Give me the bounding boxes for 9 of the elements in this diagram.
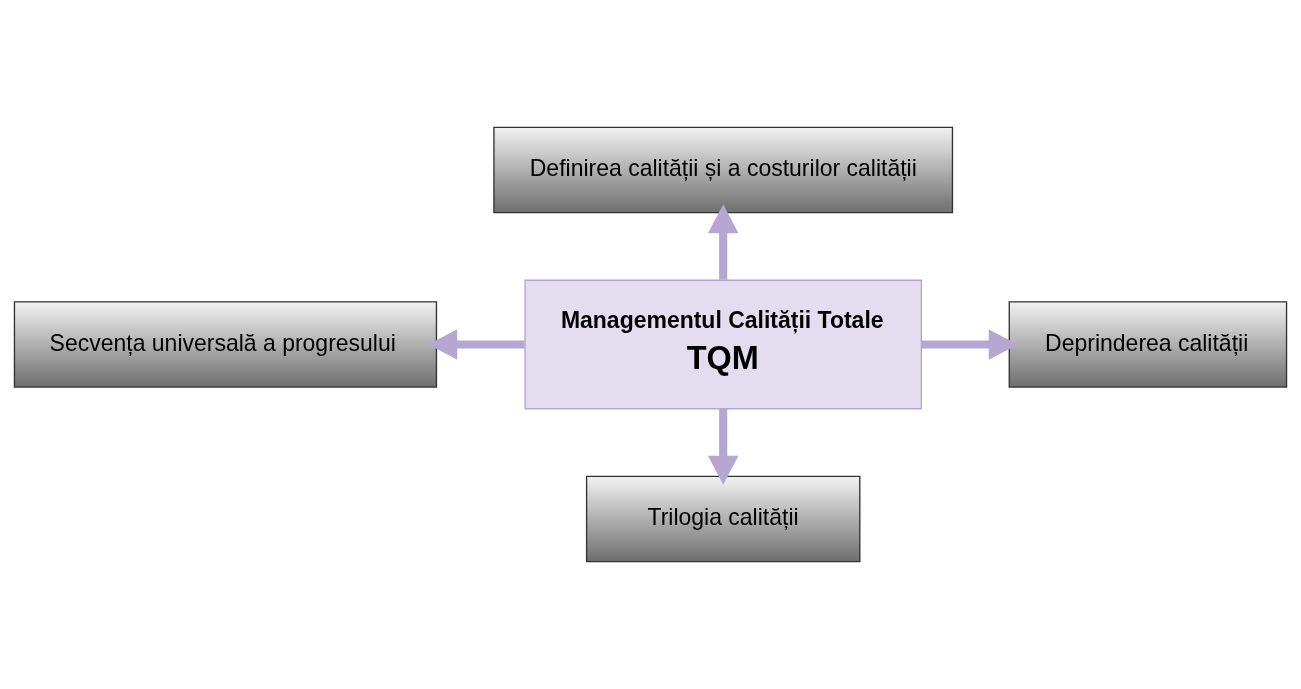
- arrow: [428, 329, 525, 360]
- node-box: Definirea calității și a costurilor calității: [493, 126, 954, 214]
- node-box: Deprinderea calității: [1008, 301, 1288, 388]
- node-box: Trilogia calității: [585, 475, 861, 563]
- node-box: Secvența universală a progresului: [13, 301, 438, 388]
- arrow: [707, 204, 739, 280]
- node-box: Managementul Calității Totale TQM: [524, 279, 923, 410]
- arrow: [921, 329, 1018, 360]
- arrow: [707, 408, 739, 485]
